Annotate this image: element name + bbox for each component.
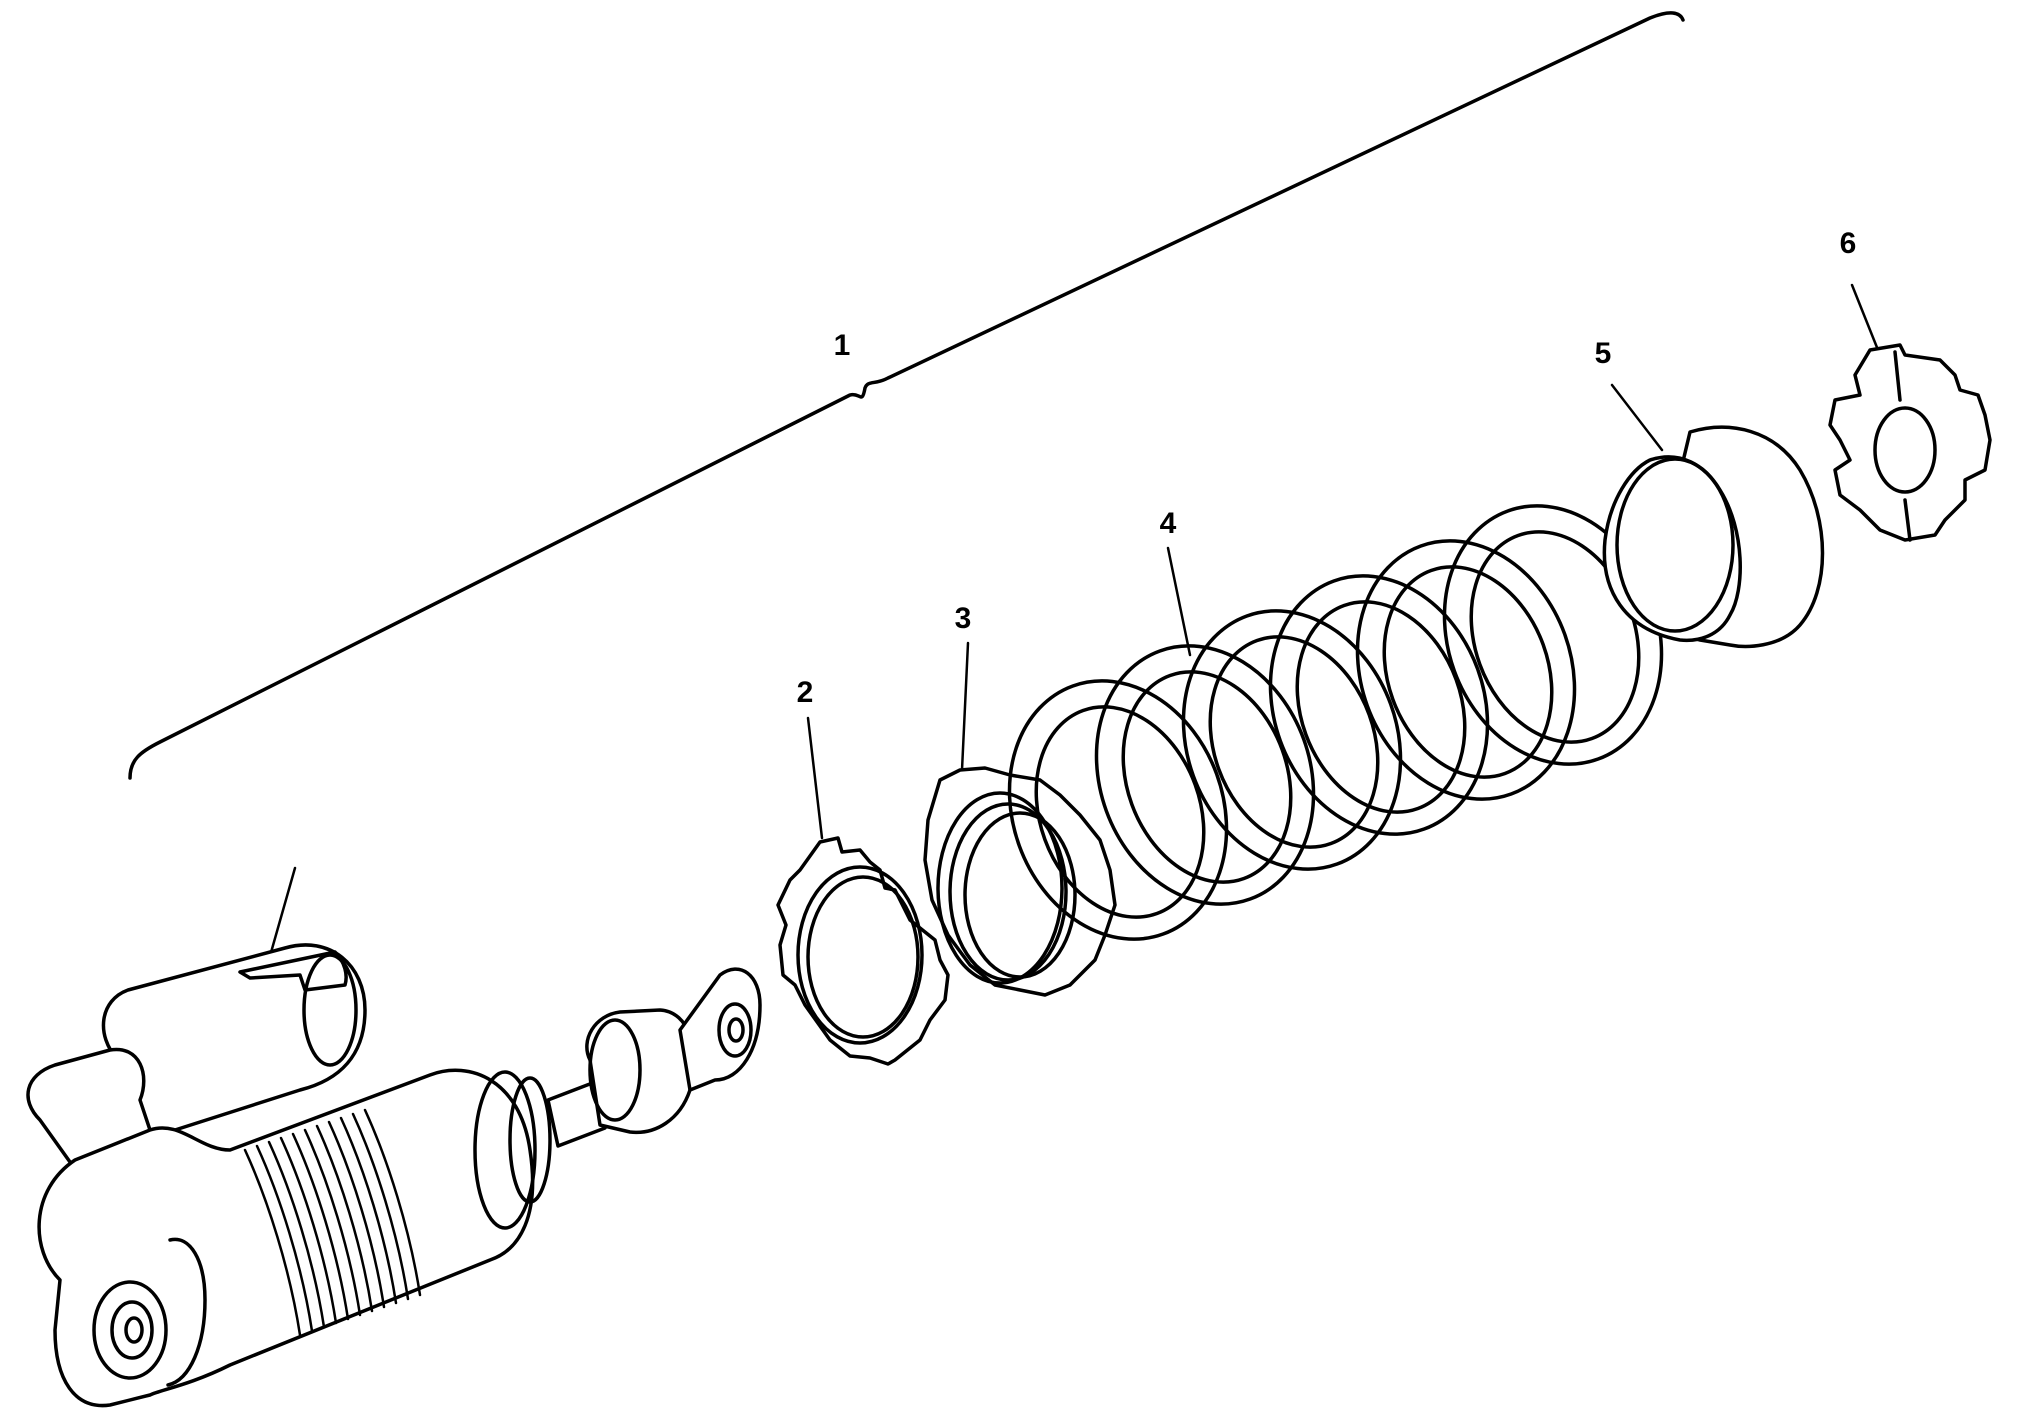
leader-lines: [266, 283, 1882, 965]
leader-line-6: [1850, 283, 1882, 357]
lock-ring: [776, 836, 950, 1066]
leader-line-reservoir: [266, 866, 297, 965]
leader-line-4: [1166, 546, 1192, 657]
leader-line-3: [960, 641, 970, 772]
leader-line-5: [1610, 383, 1664, 452]
spring-retainer: [1828, 343, 1992, 542]
callout-1: 1: [834, 329, 851, 362]
callout-4: 4: [1160, 507, 1177, 540]
callout-5: 5: [1595, 337, 1612, 370]
adjuster-nut: [923, 766, 1117, 997]
threaded-section: [243, 1108, 422, 1337]
callout-labels: 1 2 3 4 5 6: [797, 227, 1857, 709]
leader-line-2: [806, 716, 824, 840]
shock-absorber-body: [26, 943, 762, 1408]
callout-6: 6: [1840, 227, 1857, 260]
callout-2: 2: [797, 676, 814, 709]
assembly-bracket: [128, 11, 1685, 780]
coil-spring: [1007, 504, 1664, 941]
callout-3: 3: [955, 602, 972, 635]
spring-seat: [1602, 425, 1825, 649]
